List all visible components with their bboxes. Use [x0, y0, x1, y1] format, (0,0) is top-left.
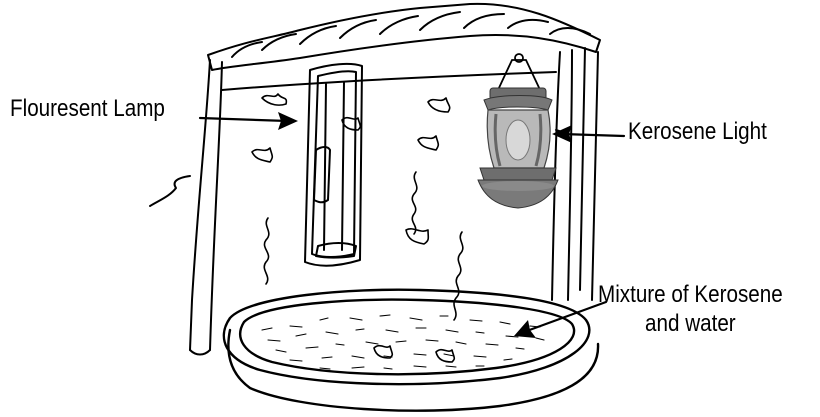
- label-mixture-line2: and water: [598, 310, 783, 339]
- kerosene-lantern: [478, 54, 558, 208]
- tray-basin: [224, 290, 598, 411]
- label-kerosene-light: Kerosene Light: [628, 118, 767, 147]
- mixture-surface: [262, 315, 544, 369]
- arrow-fluorescent-lamp: [200, 118, 288, 121]
- label-mixture-line1: Mixture of Kerosene: [598, 281, 783, 310]
- label-kerosene-water-mixture: Mixture of Kerosene and water: [598, 281, 783, 339]
- fluorescent-lamp-fixture: [305, 64, 362, 266]
- label-fluorescent-lamp: Flouresent Lamp: [10, 95, 165, 124]
- flying-insects: [252, 94, 454, 362]
- corrugated-roof: [208, 4, 600, 70]
